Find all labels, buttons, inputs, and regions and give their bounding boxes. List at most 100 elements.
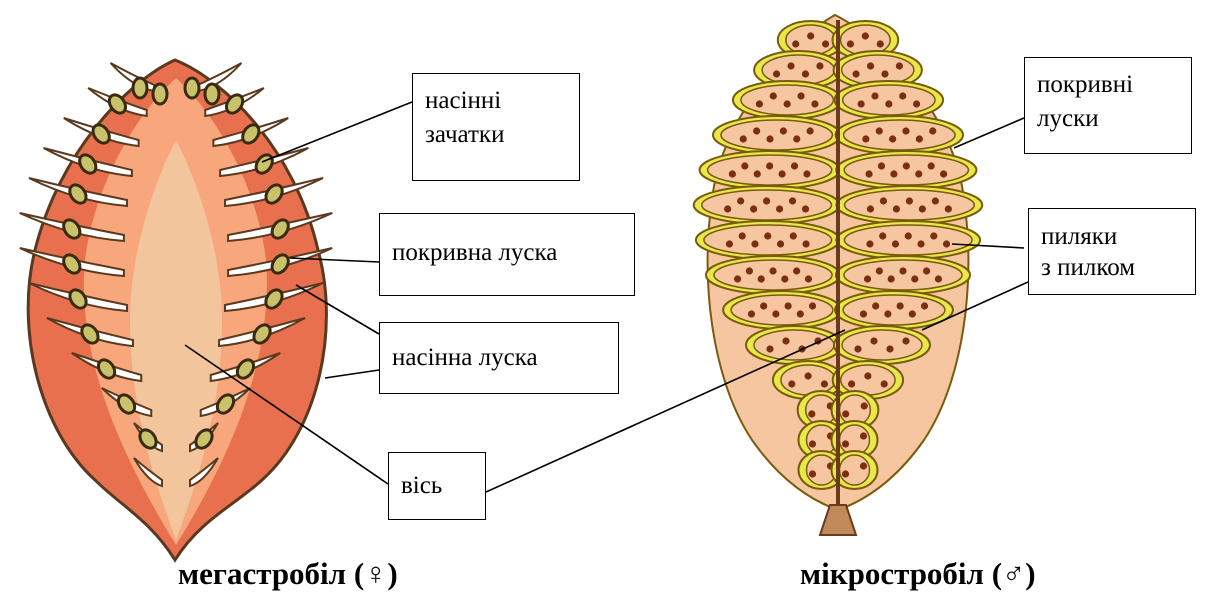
label-seed-buds: насінні зачатки — [412, 73, 580, 181]
pollen-grain — [909, 310, 916, 317]
pollen-grain — [776, 205, 783, 212]
pollen-grain — [867, 62, 874, 69]
pollen-grain — [930, 232, 937, 239]
pollen-grain — [842, 440, 849, 447]
pollen-grain — [919, 205, 926, 212]
pollen-grain — [734, 275, 741, 282]
pollen-grain — [790, 232, 797, 239]
pollen-grain — [880, 197, 887, 204]
pollen-grain — [797, 310, 804, 317]
pollen-grain — [892, 240, 899, 247]
pollen-grain — [764, 232, 771, 239]
pollen-grain — [903, 162, 910, 169]
pollen-grain — [886, 345, 893, 352]
pollen-grain — [807, 127, 814, 134]
pollen-grain — [811, 100, 818, 107]
pollen-grain — [724, 205, 731, 212]
pollen-grain — [879, 232, 886, 239]
anther-chamber — [731, 295, 833, 325]
pollen-grain — [809, 302, 816, 309]
pollen-grain — [782, 337, 789, 344]
pollen-grain — [822, 40, 829, 47]
pollen-grain — [848, 380, 855, 387]
pollen-grain — [899, 267, 906, 274]
pollen-grain — [753, 127, 760, 134]
anther-chamber — [843, 295, 945, 325]
caption-microstrobilus: мікростробіл (♂) — [800, 556, 1036, 592]
pollen-grain — [805, 275, 812, 282]
pollen-grain — [928, 162, 935, 169]
pollen-grain — [737, 197, 744, 204]
pollen-grain — [789, 197, 796, 204]
anther-chamber — [844, 260, 962, 290]
pollen-grain — [802, 70, 809, 77]
pollen-grain — [740, 135, 747, 142]
seed-bud — [185, 78, 199, 98]
anther-chamber — [741, 85, 833, 115]
pollen-grain — [865, 170, 872, 177]
pollen-grain — [858, 100, 865, 107]
pollen-grain — [816, 62, 823, 69]
label-anthers: пиляки з пилком — [1028, 208, 1196, 295]
pollen-grain — [921, 302, 928, 309]
pollen-grain — [876, 127, 883, 134]
pollen-grain — [842, 470, 849, 477]
anther-chamber — [708, 155, 832, 185]
pollen-grain — [881, 380, 888, 387]
pollen-grain — [870, 337, 877, 344]
pollen-grain — [791, 162, 798, 169]
pollen-grain — [750, 205, 757, 212]
pollen-grain — [889, 135, 896, 142]
anther-chamber — [844, 225, 972, 255]
anther-chamber — [704, 225, 832, 255]
anther-chamber — [840, 455, 870, 485]
anther-chamber — [754, 330, 834, 360]
megastrobilus-illustration — [20, 60, 333, 560]
pollen-grain — [862, 32, 869, 39]
pollen-grain — [780, 127, 787, 134]
pollen-grain — [773, 70, 780, 77]
seed-bud — [153, 84, 167, 104]
pollen-grain — [884, 310, 891, 317]
pollen-grain — [787, 62, 794, 69]
leader-seed-buds — [262, 102, 412, 162]
pollen-grain — [802, 240, 809, 247]
label-cover-scales: покривні луски — [1024, 57, 1192, 154]
pollen-grain — [808, 410, 815, 417]
pollen-grain — [878, 162, 885, 169]
pollen-grain — [777, 240, 784, 247]
pollen-grain — [885, 100, 892, 107]
pollen-grain — [911, 275, 918, 282]
pollen-grain — [877, 40, 884, 47]
seed-bud — [205, 84, 219, 104]
pollen-grain — [888, 275, 895, 282]
pollen-grain — [916, 135, 923, 142]
pollen-grain — [913, 100, 920, 107]
pollen-grain — [923, 267, 930, 274]
pollen-grain — [842, 410, 849, 417]
anther-chamber — [844, 190, 974, 220]
pollen-grain — [754, 170, 761, 177]
seed-bud — [133, 78, 147, 98]
pollen-grain — [785, 302, 792, 309]
anther-chamber — [702, 190, 832, 220]
pollen-grain — [935, 275, 942, 282]
pollen-grain — [792, 40, 799, 47]
pollen-grain — [760, 302, 767, 309]
caption-megastrobilus: мегастробіл (♀) — [178, 556, 398, 592]
pollen-grain — [793, 267, 800, 274]
pollen-grain — [769, 267, 776, 274]
pollen-grain — [943, 240, 950, 247]
pollen-grain — [763, 197, 770, 204]
pollen-grain — [902, 127, 909, 134]
pollen-grain — [872, 302, 879, 309]
pollen-grain — [899, 92, 906, 99]
pollen-grain — [741, 162, 748, 169]
pollen-grain — [871, 92, 878, 99]
pollen-grain — [766, 162, 773, 169]
pollen-grain — [803, 170, 810, 177]
anther-chamber — [844, 120, 955, 150]
anther-chamber — [781, 365, 835, 395]
pollen-grain — [893, 205, 900, 212]
pollen-grain — [896, 62, 903, 69]
